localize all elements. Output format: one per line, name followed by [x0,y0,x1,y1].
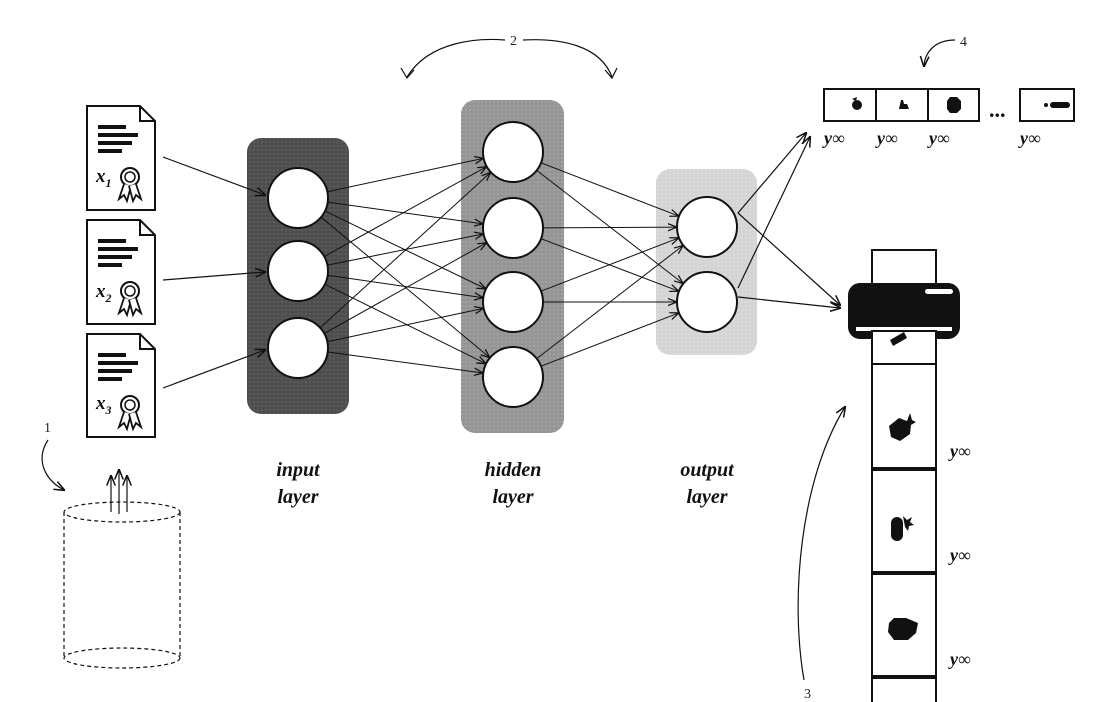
tile-shape-1 [852,97,862,110]
strip-shape-2 [891,516,914,541]
strip-label-3: y∞ [948,649,971,669]
tile-label-3: y∞ [927,128,950,148]
marker-4: 4 [960,35,967,50]
tile-shape-4 [1044,102,1070,108]
hidden-node-3 [482,271,544,333]
hidden-layer-label: hidden [485,459,542,481]
document-1: x1 [86,105,156,211]
connection-input-2-hidden-2 [327,308,482,343]
output-node-2 [676,271,738,333]
document-2: x2 [86,219,156,325]
tile-label-2: y∞ [875,128,898,148]
connection-input-0-hidden-0 [327,158,482,193]
connection-hidden-3-output-1 [540,313,678,367]
strip-shape-1 [889,413,916,441]
strip-shape-3 [888,618,918,640]
output-to-printer-arrow-2 [737,296,840,308]
input-layer-label: input [276,459,321,481]
tile-label-1: y∞ [822,128,845,148]
connection-input-0-hidden-3 [320,216,489,357]
output-layer-label-2: layer [686,486,727,508]
connection-input-0-hidden-1 [327,201,483,224]
tile-label-4: y∞ [1018,128,1041,148]
marker-1-pointer [41,439,64,490]
vertical-output-strip [871,364,937,702]
input-node-3 [267,317,329,379]
connection-input-1-hidden-1 [327,234,482,266]
output-to-tiles-arrow-1 [737,133,806,214]
hidden-node-4 [482,346,544,408]
svg-text:x3: x3 [95,393,112,417]
connection-input-1-hidden-2 [327,274,483,297]
network-nodes [267,121,738,408]
output-node-1 [676,196,738,258]
marker-4-pointer [924,39,956,66]
tile-shape-2 [899,100,909,109]
doc1-arrow [162,156,265,195]
network-connections [319,158,683,373]
marker-2: 2 [510,34,517,49]
marker-1: 1 [44,421,51,436]
tile-ellipsis: ... [989,97,1006,122]
tile-shape-3 [947,97,961,113]
output-to-tiles-arrow-2 [737,137,810,289]
hidden-node-2 [482,197,544,259]
connection-hidden-3-output-0 [536,246,683,360]
printer-icon [848,249,960,365]
connection-hidden-2-output-0 [540,238,678,292]
output-layer-label: output [680,459,735,481]
input-node-2 [267,240,329,302]
database-icon [63,470,181,669]
output-to-printer-arrow-1 [737,212,840,305]
input-node-1 [267,167,329,229]
hidden-layer-label-2: layer [492,486,533,508]
marker-3-pointer [797,407,845,681]
connection-input-1-hidden-3 [324,283,485,363]
svg-text:x2: x2 [95,281,112,305]
connection-input-2-hidden-3 [327,351,483,373]
training-loop-arrow [406,38,613,78]
connection-hidden-0-output-0 [540,162,678,216]
connection-input-2-hidden-0 [319,173,490,329]
connection-hidden-1-output-0 [542,227,676,228]
output-tile-strip [823,88,1075,122]
doc2-arrow [162,272,265,281]
connection-input-2-hidden-1 [323,243,486,334]
strip-label-2: y∞ [948,545,971,565]
connection-input-1-hidden-0 [324,167,486,257]
svg-text:x1: x1 [95,166,112,190]
document-3: x3 [86,333,156,438]
strip-label-1: y∞ [948,441,971,461]
marker-3: 3 [804,687,811,702]
hidden-node-1 [482,121,544,183]
doc3-arrow [162,350,265,389]
input-layer-label-2: layer [277,486,318,508]
